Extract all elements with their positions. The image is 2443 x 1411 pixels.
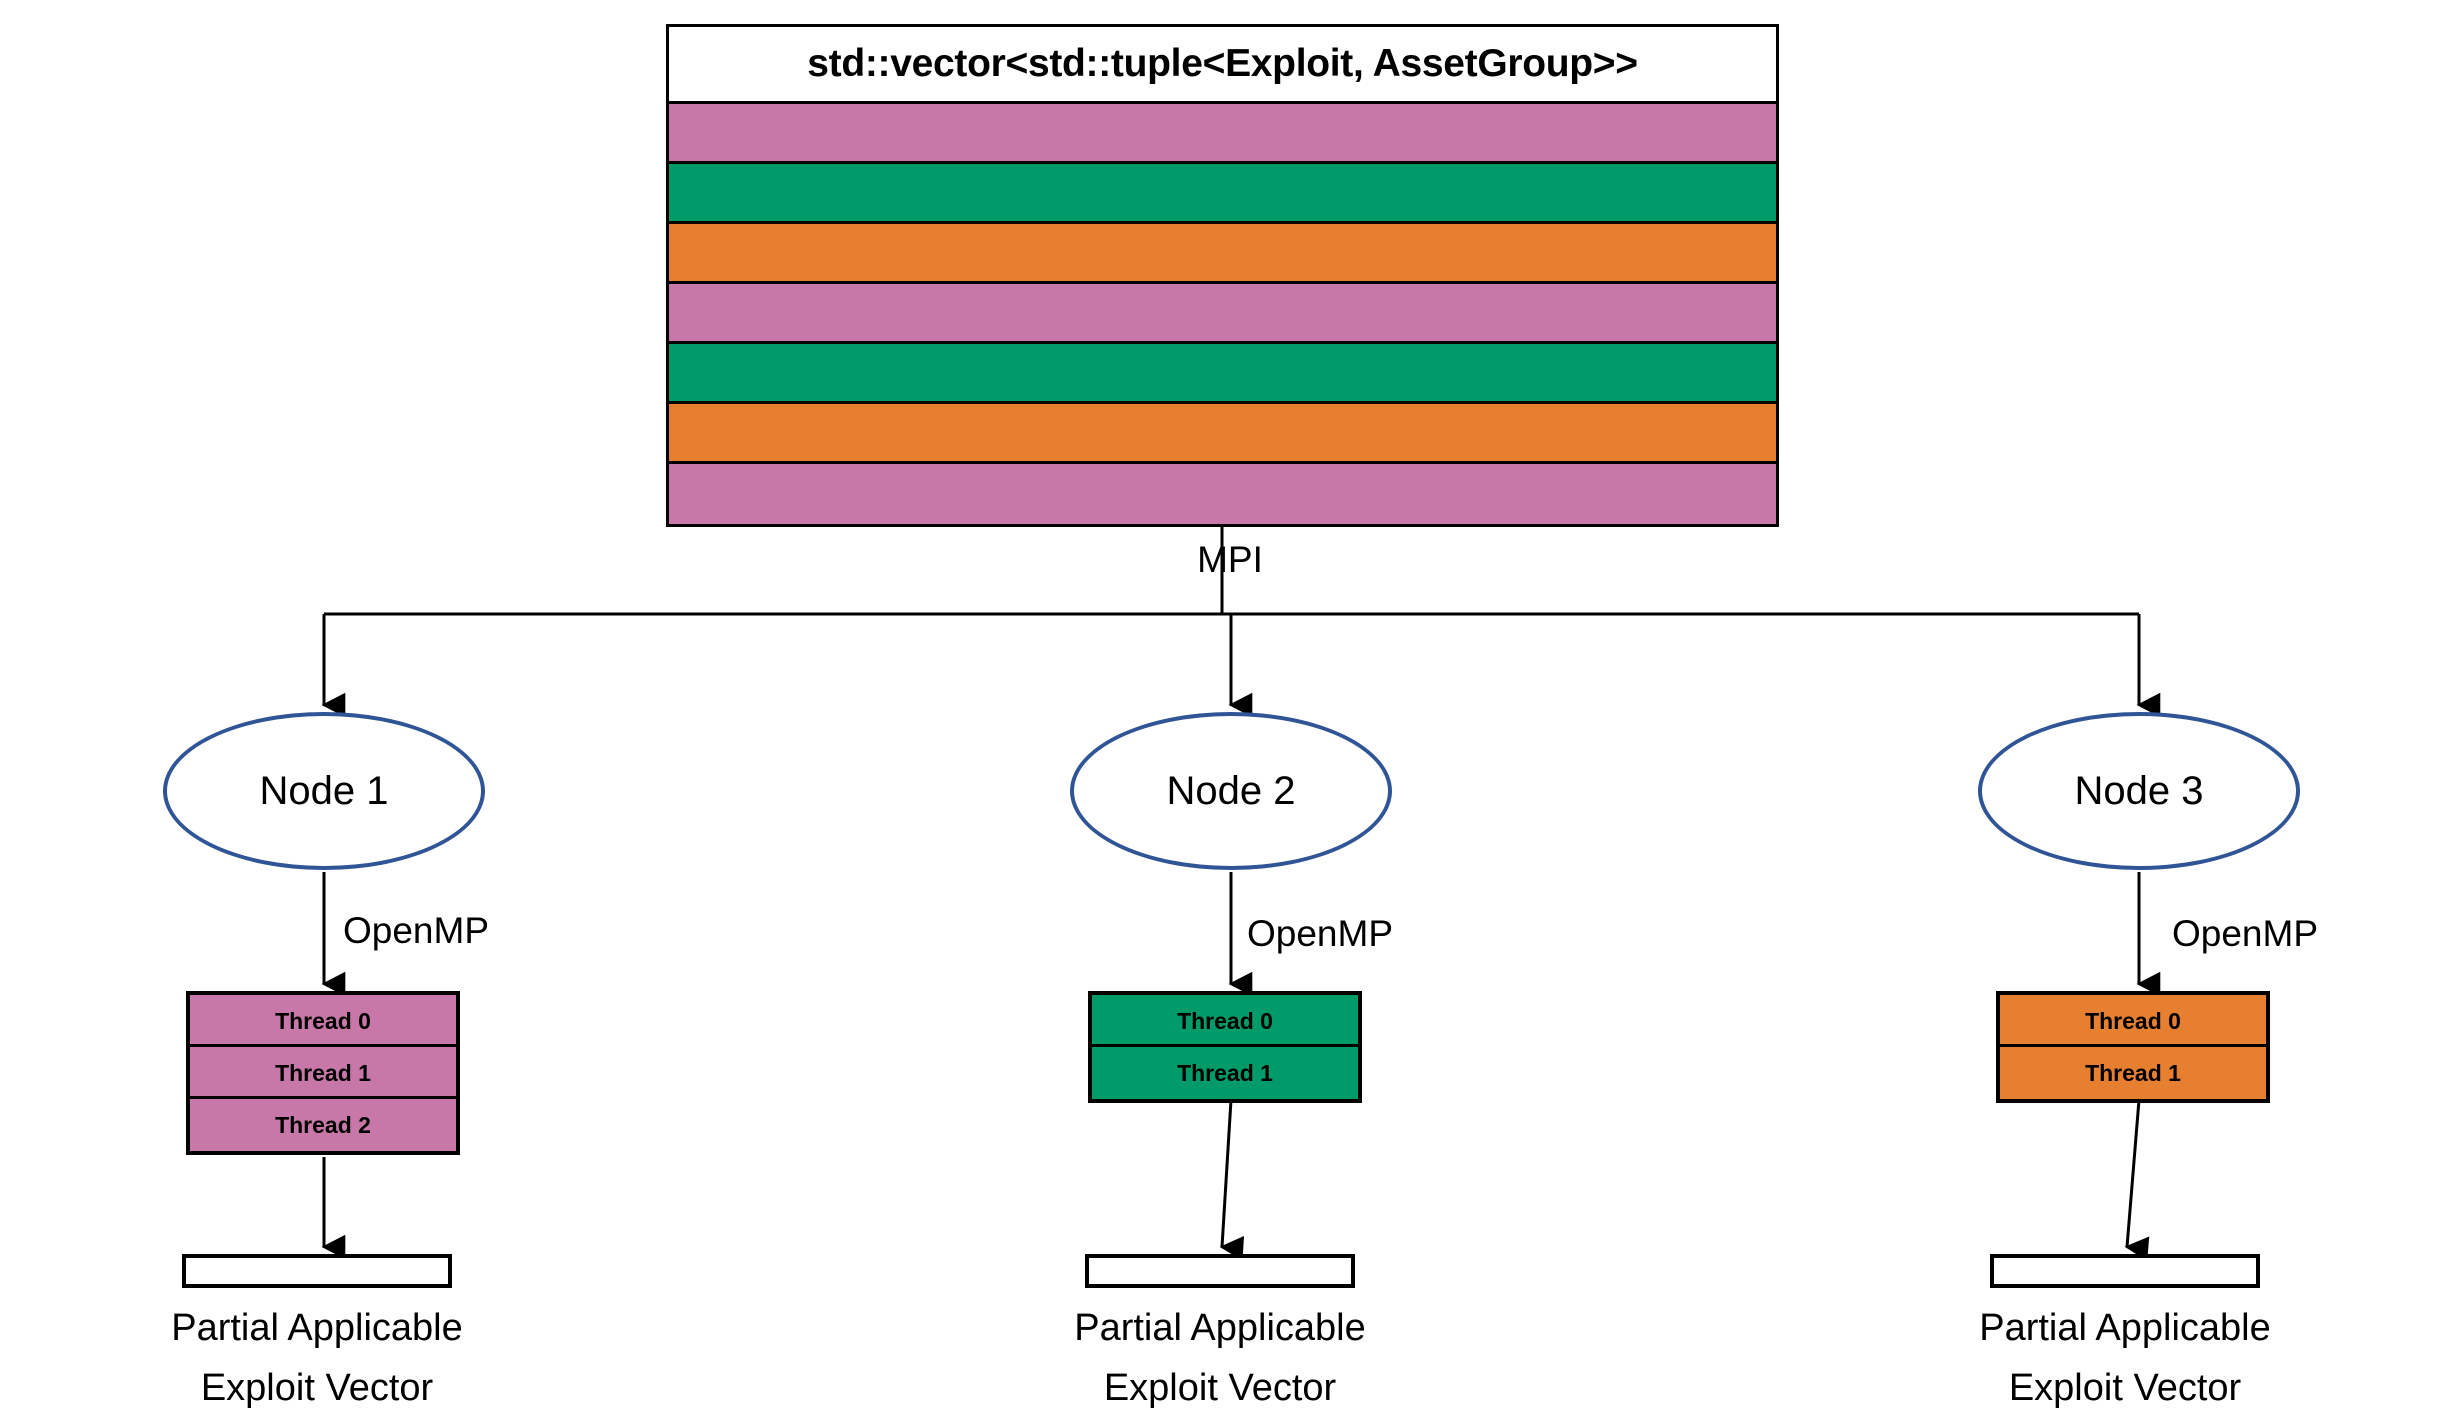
thread-row-3-0: Thread 0 — [2000, 995, 2266, 1047]
result-box-1 — [182, 1254, 452, 1288]
openmp-label-2: OpenMP — [1247, 913, 1394, 954]
source-vector-stripes — [666, 101, 1779, 524]
thread-row-2-1: Thread 1 — [1092, 1047, 1358, 1099]
result-caption-3-line1: Partial Applicable — [1979, 1307, 2271, 1349]
result-caption-1: Partial Applicable Exploit Vector — [107, 1298, 527, 1411]
source-vector-title: std::vector<std::tuple<Exploit, AssetGro… — [669, 27, 1776, 101]
mpi-label: MPI — [1197, 539, 1263, 580]
result-caption-2-line1: Partial Applicable — [1074, 1307, 1366, 1349]
thread-row-3-1: Thread 1 — [2000, 1047, 2266, 1099]
openmp-label-1: OpenMP — [343, 910, 490, 951]
result-caption-1-line1: Partial Applicable — [171, 1307, 463, 1349]
node-ellipse-1[interactable]: Node 1 — [163, 712, 485, 870]
result-caption-2: Partial Applicable Exploit Vector — [1010, 1298, 1430, 1411]
thread-row-1-1: Thread 1 — [190, 1047, 456, 1099]
result-caption-2-line2: Exploit Vector — [1103, 1367, 1337, 1409]
openmp-label-3: OpenMP — [2172, 913, 2319, 954]
vector-stripe-3 — [666, 284, 1779, 344]
result-caption-1-line2: Exploit Vector — [200, 1367, 434, 1409]
vector-stripe-6 — [666, 464, 1779, 524]
source-vector-box: std::vector<std::tuple<Exploit, AssetGro… — [666, 24, 1779, 527]
node-label-1: Node 1 — [259, 768, 389, 813]
result-caption-3-line2: Exploit Vector — [2008, 1367, 2242, 1409]
node-label-3: Node 3 — [2074, 768, 2204, 813]
thread-row-1-2: Thread 2 — [190, 1099, 456, 1151]
vector-stripe-2 — [666, 224, 1779, 284]
node-ellipse-3[interactable]: Node 3 — [1978, 712, 2300, 870]
vector-stripe-4 — [666, 344, 1779, 404]
result-box-3 — [1990, 1254, 2260, 1288]
result-box-2 — [1085, 1254, 1355, 1288]
vector-stripe-0 — [666, 104, 1779, 164]
vector-stripe-1 — [666, 164, 1779, 224]
node-label-2: Node 2 — [1166, 768, 1296, 813]
thread-row-2-0: Thread 0 — [1092, 995, 1358, 1047]
result-caption-3: Partial Applicable Exploit Vector — [1915, 1298, 2335, 1411]
vector-stripe-5 — [666, 404, 1779, 464]
thread-row-1-0: Thread 0 — [190, 995, 456, 1047]
node-ellipse-2[interactable]: Node 2 — [1070, 712, 1392, 870]
